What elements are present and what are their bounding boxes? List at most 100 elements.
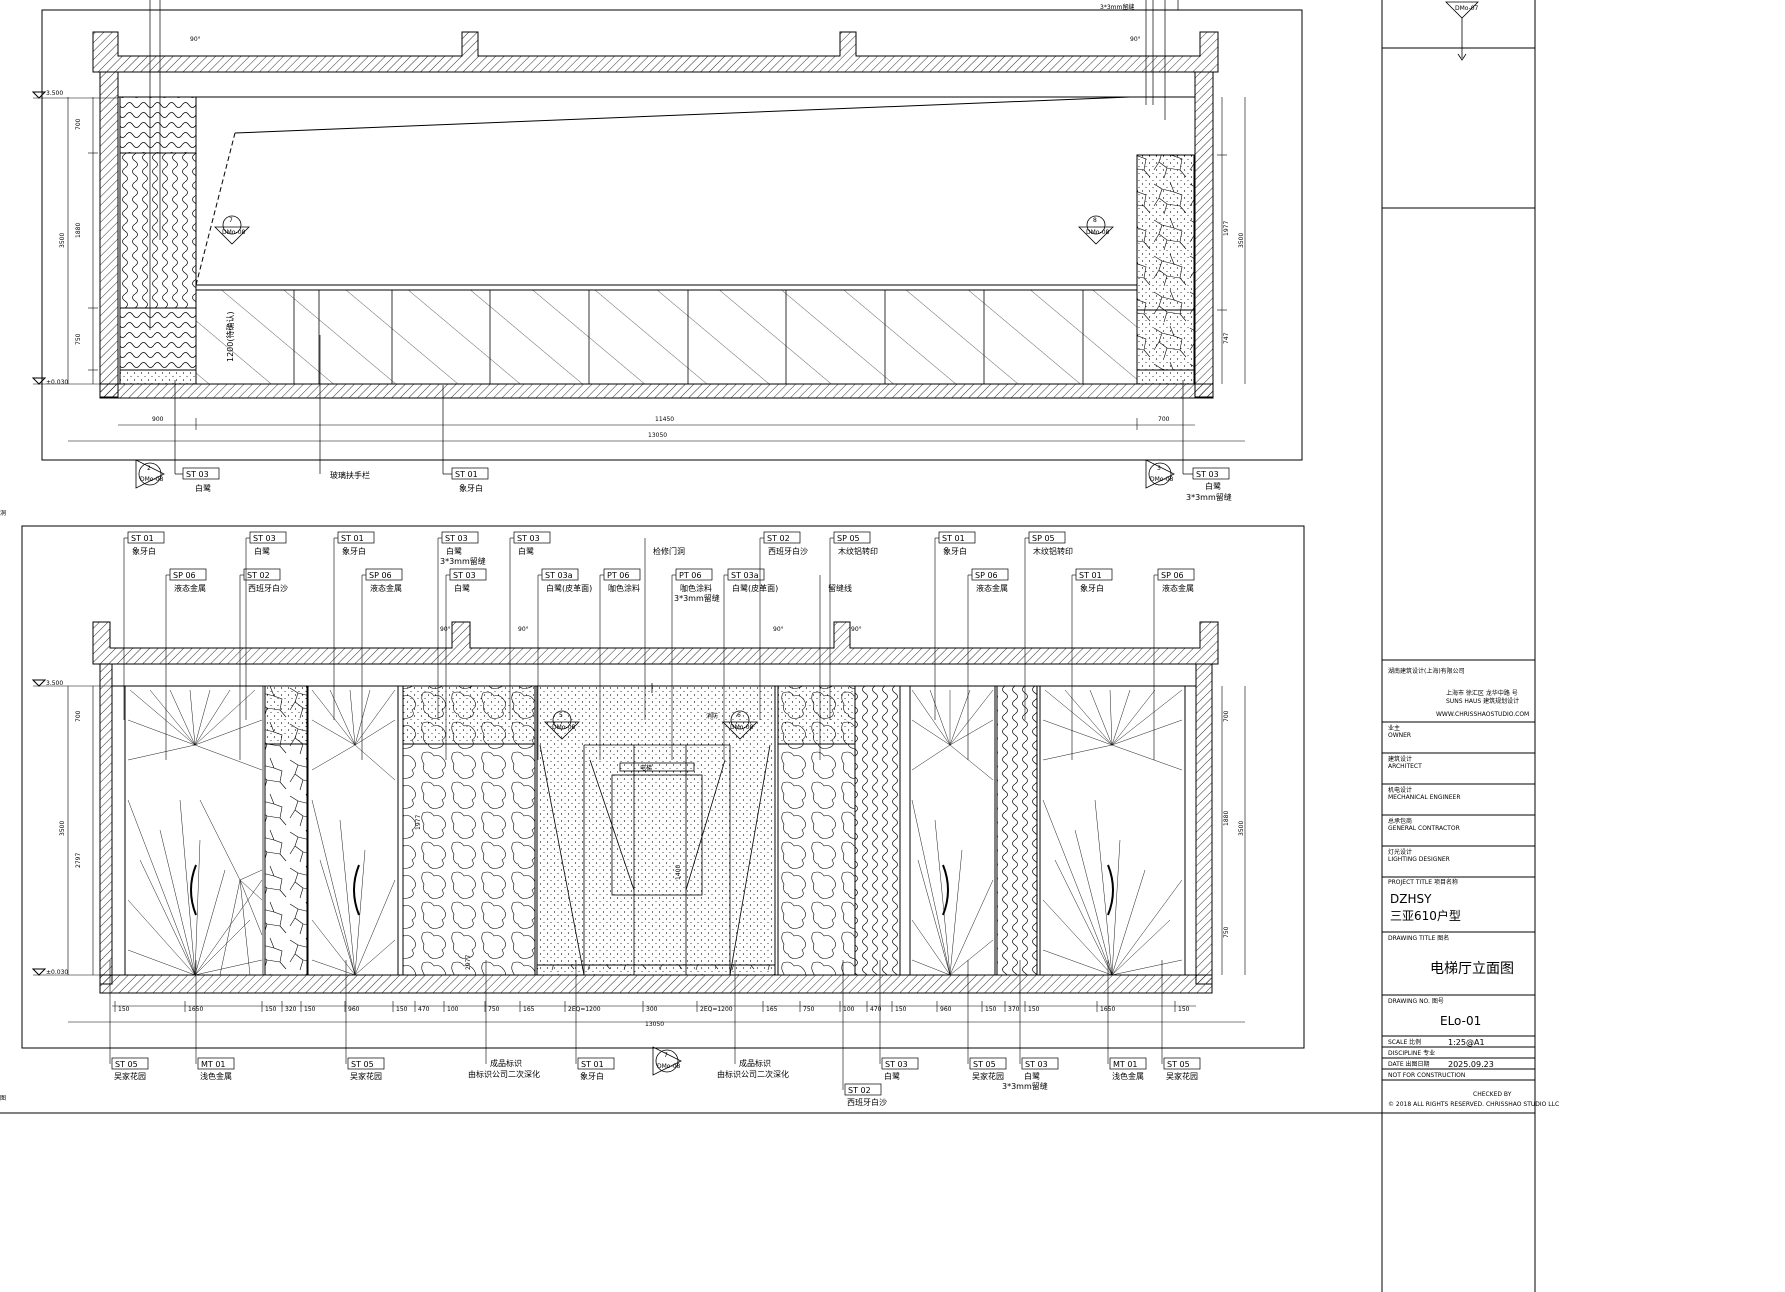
lower-bottom-callout-code-8: ST 05 bbox=[973, 1060, 996, 1069]
lower-note-2: 电梯 bbox=[640, 764, 652, 772]
lower-section-5-ref: DMo-08 bbox=[552, 724, 576, 731]
tb-drawing-title: 电梯厅立面图 bbox=[1430, 961, 1514, 977]
tb-firm-line-3: WWW.CHRISSHAOSTUDIO.COM bbox=[1436, 711, 1529, 718]
lower-top-callout-r2-sub-6: 3*3mm留缝 bbox=[674, 593, 720, 603]
lower-bottom-callout-code-10: MT 01 bbox=[1113, 1060, 1138, 1069]
lower-angle-3: 90° bbox=[773, 626, 784, 633]
tb-project-name: 三亚610户型 bbox=[1390, 908, 1461, 923]
lower-bottom-callout-text-10: 浅色金属 bbox=[1112, 1071, 1144, 1081]
lower-dim-chain-8: 100 bbox=[447, 1006, 459, 1013]
lower-bottom-callout-text-4: 象牙白 bbox=[580, 1071, 604, 1081]
lower-dim-total: 13050 bbox=[645, 1021, 664, 1028]
lower-top-callout-r2-code-6: PT 06 bbox=[679, 571, 701, 580]
lower-top-callout-r2-text-1: 西班牙白沙 bbox=[248, 583, 288, 593]
lower-dim-chain-12: 300 bbox=[646, 1006, 658, 1013]
lower-top-callout-r2-text-2: 液态金属 bbox=[370, 583, 402, 593]
upper-callout-4-code: ST 03 bbox=[1196, 470, 1219, 479]
upper-callout-1-code: ST 03 bbox=[186, 470, 209, 479]
lower-bottom-callout-code-11: ST 05 bbox=[1167, 1060, 1190, 1069]
lower-dim-chain-15: 750 bbox=[803, 1006, 815, 1013]
lower-bottom-callout-1: MT 01 浅色金属 bbox=[195, 960, 235, 1081]
lower-bottom-callout-11: ST 05 吴家花园 bbox=[1161, 960, 1201, 1081]
upper-angle-2: 90° bbox=[1130, 36, 1141, 43]
lower-dim-chain-21: 370 bbox=[1008, 1006, 1020, 1013]
upper-elevation: 1200(待确认) 90° 90° 3*3mm留缝 3.500 ±0.030 7… bbox=[31, 0, 1303, 502]
upper-section-3-ref: DMo-08 bbox=[1150, 476, 1174, 483]
lower-section-5-num: 5 bbox=[559, 712, 563, 719]
lower-bottom-callout-text-1: 浅色金属 bbox=[200, 1071, 232, 1081]
tb-row-gc-en: GENERAL CONTRACTOR bbox=[1388, 825, 1460, 832]
lower-top-callout-r1-code-7: SP 05 bbox=[837, 534, 860, 543]
upper-dim-left-2: 1880 bbox=[75, 223, 82, 238]
upper-angle-1: 90° bbox=[190, 36, 201, 43]
lower-top-callout-r2-code-10: ST 01 bbox=[1079, 571, 1102, 580]
lower-top-callout-r2-8: 留缝线 bbox=[819, 575, 852, 760]
tb-firm: 湖南建筑设计(上海)有限公司 bbox=[1388, 667, 1465, 675]
lower-top-callout-r1-text-5: 检修门洞 bbox=[653, 546, 685, 556]
lower-bottom-callout-text-9: 白鹭 bbox=[1024, 1071, 1040, 1081]
lower-bottom-callout-code-7: ST 03 bbox=[885, 1060, 908, 1069]
lower-top-callout-r2-text-6: 咖色涂料 bbox=[680, 583, 712, 593]
lower-dim-right-3: 750 bbox=[1223, 926, 1230, 938]
lower-top-callout-r2-text-5: 咖色涂料 bbox=[608, 583, 640, 593]
lower-top-callout-r2-text-3: 白鹭 bbox=[454, 583, 470, 593]
side-mark-1: 洞 bbox=[0, 509, 6, 517]
lower-dim-right-2: 1880 bbox=[1223, 811, 1230, 826]
lower-bottom-callout-6: ST 02 西班牙白沙 bbox=[842, 960, 887, 1107]
lower-dim-chain-22: 150 bbox=[1028, 1006, 1040, 1013]
lower-level-bottom: ±0.030 bbox=[46, 969, 68, 976]
lower-top-callout-r1-text-8: 象牙白 bbox=[943, 546, 967, 556]
title-block-frame bbox=[1381, 0, 1536, 1292]
lower-angle-2: 90° bbox=[518, 626, 529, 633]
lower-dim-chain-20: 150 bbox=[985, 1006, 997, 1013]
lower-dim-right-1: 700 bbox=[1223, 710, 1230, 722]
lower-dim-chain-6: 150 bbox=[396, 1006, 408, 1013]
tb-row-light-cn: 灯光设计 bbox=[1388, 848, 1412, 856]
lower-top-callout-r2-text-0: 液态金属 bbox=[174, 583, 206, 593]
lower-bottom-callout-text-11: 吴家花园 bbox=[1166, 1071, 1198, 1081]
lower-angle-1: 90° bbox=[440, 626, 451, 633]
lower-bottom-callout-text-6: 西班牙白沙 bbox=[847, 1097, 887, 1107]
lower-top-callout-r2-code-4: ST 03a bbox=[545, 571, 573, 580]
upper-section-3-num: 3 bbox=[1157, 465, 1161, 472]
tb-drawing-no-label: DRAWING NO. 图号 bbox=[1388, 998, 1444, 1005]
lower-bottom-callout-7: ST 03 白鹭 bbox=[879, 960, 919, 1081]
lower-top-callout-r1-sub-3: 3*3mm留缝 bbox=[440, 556, 486, 566]
upper-dim-right-1: 1977 bbox=[1223, 221, 1230, 236]
tb-row-arch-cn: 建筑设计 bbox=[1388, 755, 1412, 763]
lower-top-callout-r2-code-3: ST 03 bbox=[453, 571, 476, 580]
upper-dim-left-total: 3500 bbox=[59, 233, 66, 248]
lower-top-callout-r1-text-3: 白鹭 bbox=[446, 546, 462, 556]
upper-section-8-ref: DMo-08 bbox=[1086, 229, 1110, 236]
upper-level-top: 3.500 bbox=[46, 90, 63, 97]
lower-dim-chain-18: 150 bbox=[895, 1006, 907, 1013]
lower-bottom-callout-code-1: MT 01 bbox=[201, 1060, 226, 1069]
lower-top-callout-r2-text-7: 白鹭(皮革面) bbox=[732, 583, 778, 593]
lower-dim-inner-2: 2977 bbox=[465, 955, 472, 970]
lower-dim-inner-3: 1400 bbox=[675, 865, 682, 880]
tb-project-code: DZHSY bbox=[1390, 892, 1432, 906]
tb-date-label: DATE 出图日期 bbox=[1388, 1060, 1430, 1068]
lower-top-callout-r2-code-5: PT 06 bbox=[607, 571, 629, 580]
tb-copyright: © 2018 ALL RIGHTS RESERVED. CHRISSHAO ST… bbox=[1388, 1101, 1559, 1108]
lower-top-callout-r2-code-1: ST 02 bbox=[247, 571, 270, 580]
lower-section-7-num: 7 bbox=[664, 1052, 668, 1059]
lower-top-callout-r1-code-2: ST 01 bbox=[341, 534, 364, 543]
lower-top-callout-r2-text-8: 留缝线 bbox=[828, 583, 852, 593]
lower-bottom-callout-text-7: 白鹭 bbox=[884, 1071, 900, 1081]
lower-bottom-callout-code-6: ST 02 bbox=[848, 1086, 871, 1095]
tb-drawing-title-label: DRAWING TITLE 图名 bbox=[1388, 934, 1449, 942]
